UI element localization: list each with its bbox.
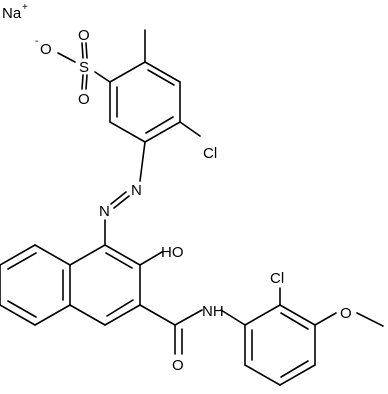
hydroxyl-label: HO xyxy=(161,244,184,261)
naphthalene-right-ring xyxy=(69,244,141,326)
chloro-upper-label: Cl xyxy=(203,145,217,162)
chloro-lower-label: Cl xyxy=(270,270,284,287)
azo-double-bond-b xyxy=(113,195,130,209)
sulfur-label: S xyxy=(79,59,89,76)
naphthalene-carbonyl-bond xyxy=(139,304,176,326)
upper-benzene-ring xyxy=(109,61,181,143)
lower-benzene-ring xyxy=(244,304,316,386)
sulfur-oxygen-bottom-bond-b xyxy=(81,74,84,90)
sulfur-oxygen-bottom-bond-a xyxy=(85,74,88,90)
methoxy-methyl-bond xyxy=(356,312,384,327)
methoxy-ring-bond xyxy=(314,312,337,326)
nitrogen-ring-bond xyxy=(220,309,246,326)
hydroxyl-bond xyxy=(139,251,163,266)
azo-nitrogen-2-label: N xyxy=(99,203,110,220)
sodium-charge: + xyxy=(22,2,28,13)
sulfonate-oxygen-bottom-label: O xyxy=(78,91,90,108)
amide-nh-label: NH xyxy=(202,303,224,320)
ring-sulfur-bond xyxy=(94,71,111,83)
sulfonate-oxygen-anion-label: O xyxy=(40,41,52,58)
sulfonate-oxygen-top-label: O xyxy=(78,27,90,44)
ring-azo-bond xyxy=(139,141,146,182)
amide-oxygen-label: O xyxy=(172,357,184,374)
carbonyl-nitrogen-bond xyxy=(174,309,203,326)
azo-double-bond-a xyxy=(110,191,127,205)
sulfur-oxygen-top-bond-a xyxy=(85,42,88,59)
sulfur-oxygen-top-bond-b xyxy=(81,42,84,59)
azo-nitrogen-1-label: N xyxy=(131,182,142,199)
sulfonate-anion-charge: - xyxy=(35,36,38,47)
naphthalene-left-ring xyxy=(0,244,71,326)
methoxy-oxygen-label: O xyxy=(340,305,352,322)
chloro-upper-bond xyxy=(179,121,201,137)
sodium-label: Na xyxy=(2,5,22,22)
sulfur-oxygen-anion-bond xyxy=(57,52,76,63)
